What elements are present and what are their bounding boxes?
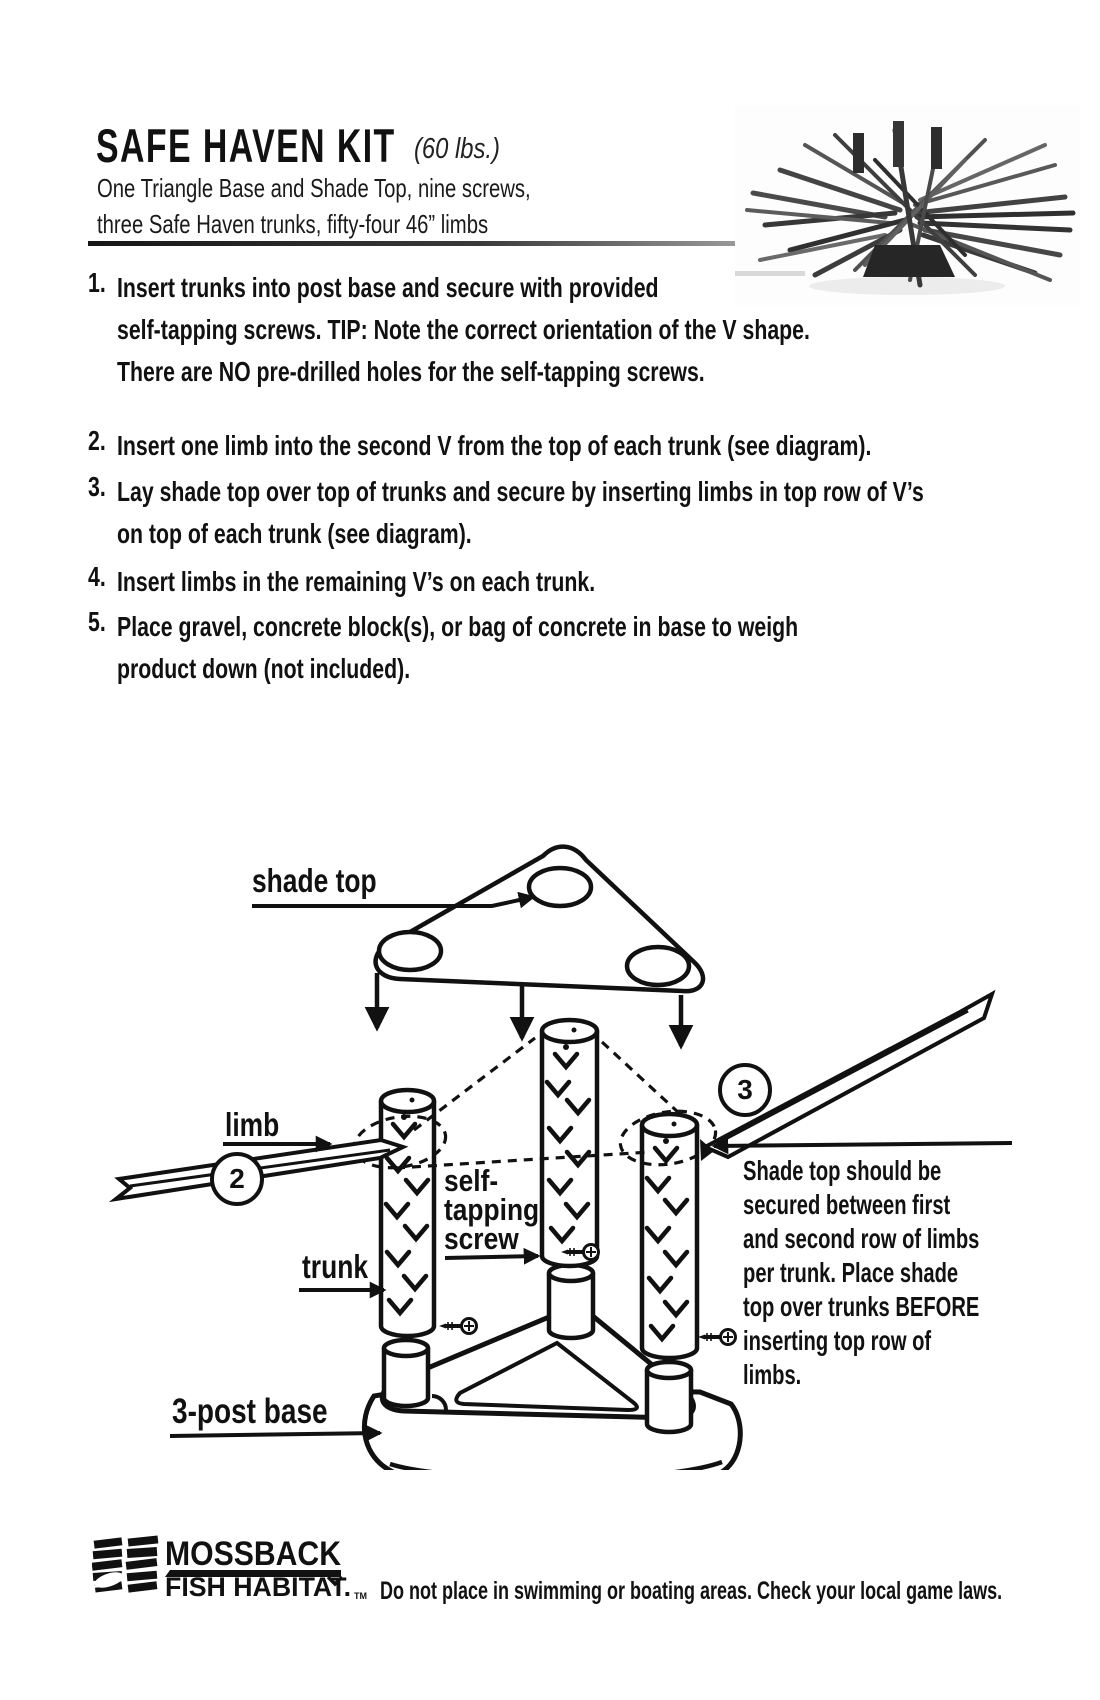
shade-top-arrow <box>252 891 536 909</box>
label-arrows <box>169 891 1013 1442</box>
step-number: 5. <box>88 606 106 637</box>
screw-icon <box>696 1328 737 1346</box>
shade-top-shape <box>373 844 706 994</box>
step-2-badge: 2 <box>210 1152 264 1206</box>
label-self-tapping-screw: self- tapping screw <box>444 1163 540 1256</box>
step-text: Place gravel, concrete block(s), or bag … <box>117 611 799 684</box>
kit-contents: One Triangle Base and Shade Top, nine sc… <box>97 173 531 239</box>
shade-top-hole <box>624 944 692 988</box>
step-text: Lay shade top over top of trunks and sec… <box>117 476 924 549</box>
step-2-number: 2 <box>229 1163 245 1194</box>
brush-pile-trunks <box>853 121 955 277</box>
trunk-left <box>378 1087 437 1339</box>
limb-right-shape <box>700 989 996 1161</box>
step-text: Insert trunks into post base and secure … <box>117 272 810 387</box>
brand-tagline: FISH HABITAT. <box>165 1572 351 1602</box>
trademark-mark: TM <box>354 1591 367 1601</box>
screw-arrow <box>444 1247 541 1265</box>
base-posts <box>381 1262 694 1435</box>
step-number: 2. <box>88 425 106 456</box>
note-arrow <box>711 1137 1013 1155</box>
shade-top-hole <box>526 865 594 909</box>
label-limb: limb <box>225 1106 280 1143</box>
safety-warning: Do not place in swimming or boating area… <box>380 1577 1003 1605</box>
drop-arrows <box>364 973 694 1050</box>
bark-fish-icon <box>92 1535 159 1593</box>
step-3-number: 3 <box>737 1074 753 1105</box>
step-text: Insert limbs in the remaining V’s on eac… <box>117 566 596 597</box>
label-post-base: 3-post base <box>172 1392 328 1431</box>
base-arrow <box>169 1424 383 1442</box>
shade-top-hole <box>376 929 444 973</box>
label-shade-top: shade top <box>252 862 377 899</box>
step-number: 3. <box>88 471 106 502</box>
weight-note: (60 lbs.) <box>414 133 500 165</box>
logo-bar-notch <box>326 1575 344 1587</box>
page-title: SAFE HAVEN KIT <box>96 119 396 172</box>
header-divider <box>88 241 958 246</box>
assembly-diagram <box>108 844 1013 1470</box>
label-trunk: trunk <box>302 1248 368 1285</box>
mossback-logo: MOSSBACK FISH HABITAT. TM <box>92 1535 367 1602</box>
step-number: 4. <box>88 561 106 592</box>
step-3-badge: 3 <box>718 1063 772 1117</box>
brand-name: MOSSBACK <box>165 1535 341 1573</box>
step-text: Insert one limb into the second V from t… <box>117 430 872 461</box>
trunk-middle <box>539 1017 600 1269</box>
logo-bar <box>165 1570 341 1577</box>
diagram-note: Shade top should be secured between firs… <box>743 1155 980 1390</box>
trunk-right <box>639 1111 700 1361</box>
screw-icon <box>437 1317 478 1335</box>
product-photo <box>735 105 1080 305</box>
step-number: 1. <box>88 267 106 298</box>
